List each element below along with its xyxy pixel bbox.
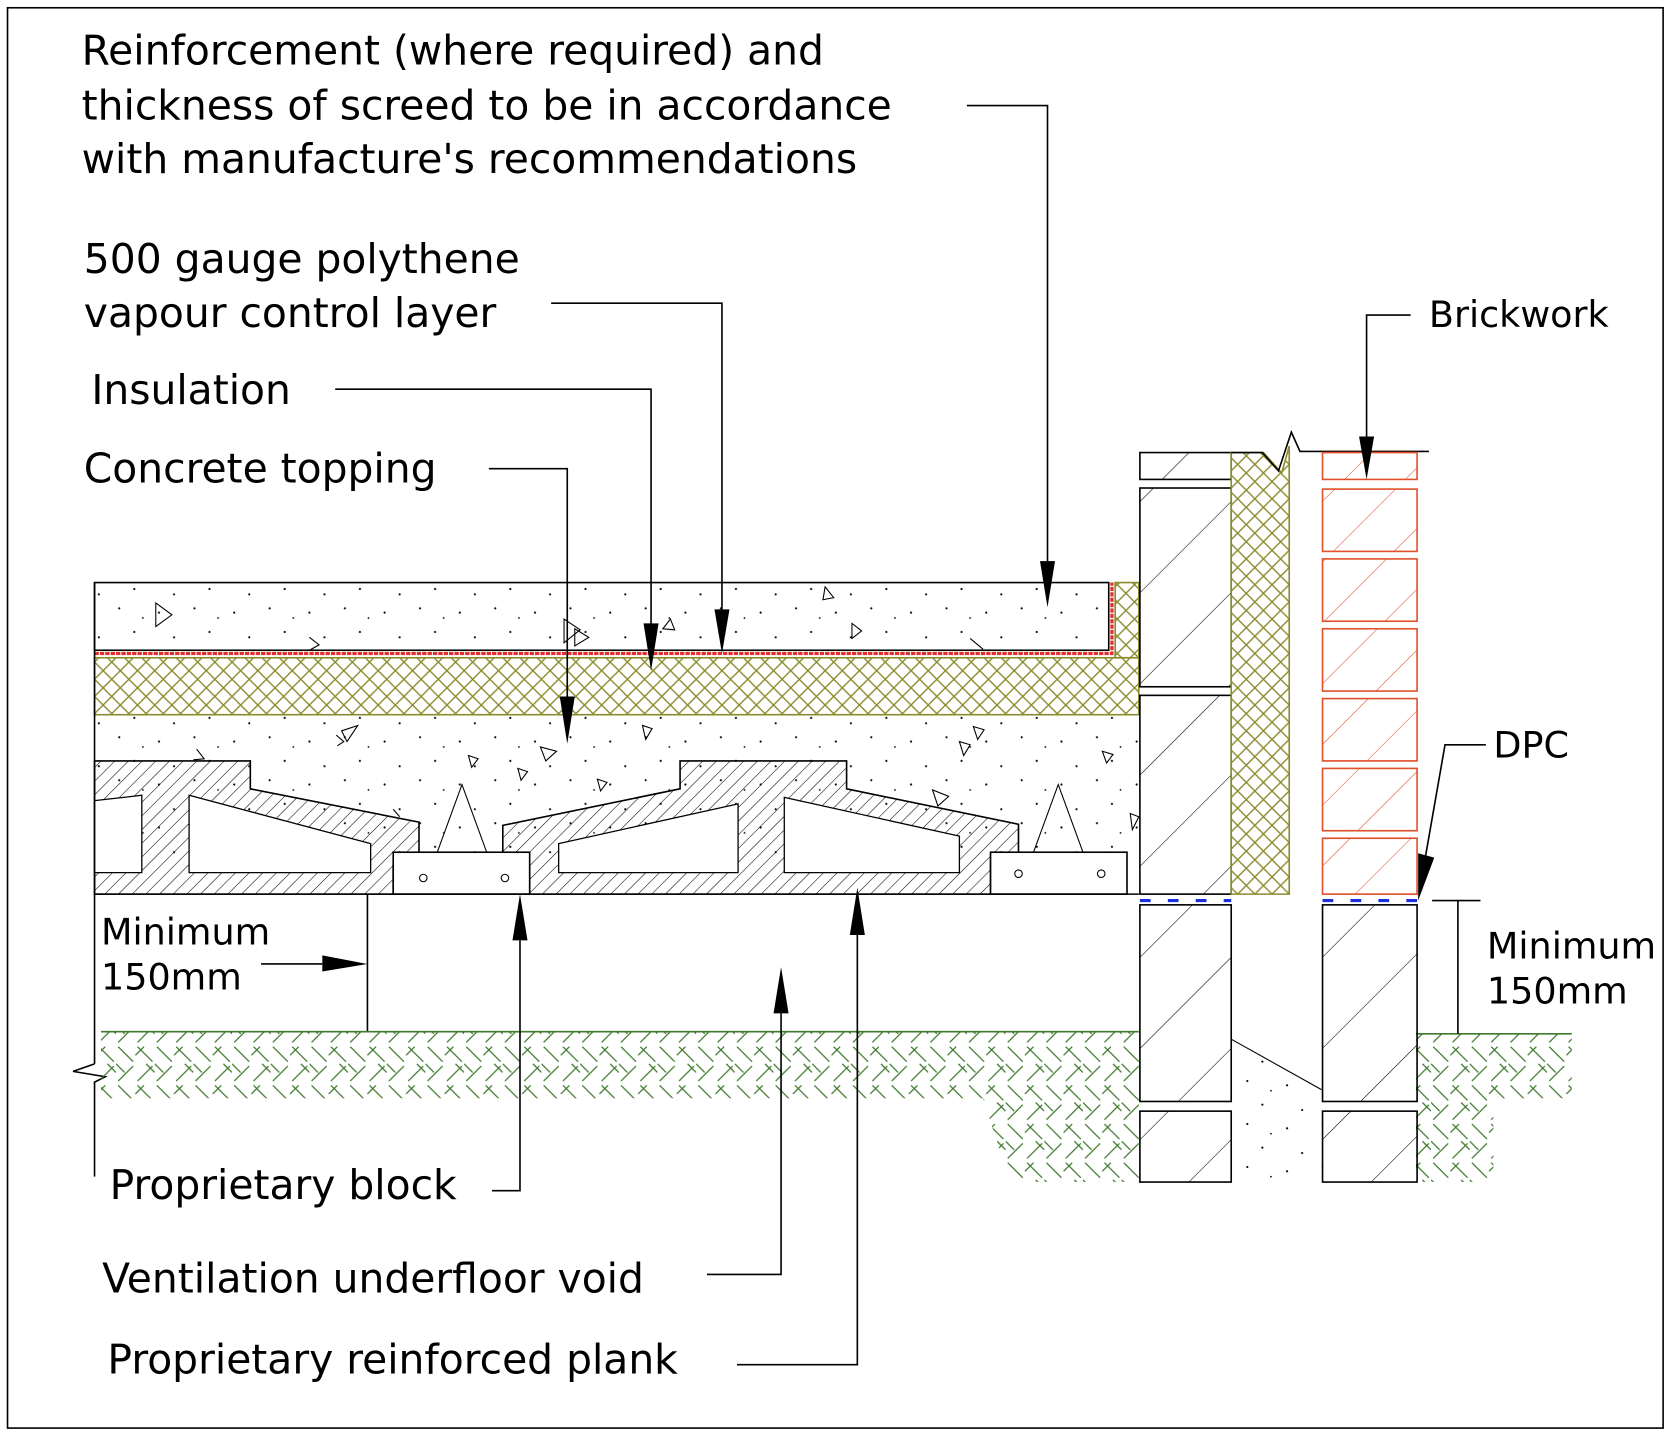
label-vcl-line2: vapour control layer <box>84 289 497 337</box>
break-line <box>1231 429 1429 473</box>
outer-leaf-brickwork <box>1321 451 1418 1183</box>
label-insulation: Insulation <box>91 366 291 414</box>
inner-leaf-blockwork <box>1139 451 1233 1183</box>
cavity-concrete-fill <box>1230 1038 1322 1183</box>
label-reinforcement-line1: Reinforcement (where required) and <box>82 27 824 75</box>
proprietary-reinforced-plank <box>94 782 1139 895</box>
label-reinforcement-line3: with manufacture's recommendations <box>82 135 857 183</box>
proprietary-block-beam <box>93 760 1020 895</box>
label-reinforced-plank: Proprietary reinforced plank <box>107 1335 678 1383</box>
cavity-insulation <box>1230 445 1291 895</box>
vapour-control-layer <box>94 582 1114 656</box>
screed-layer <box>93 581 1110 652</box>
label-min-right-line2: 150mm <box>1487 970 1628 1013</box>
label-reinforcement-line2: thickness of screed to be in accordance <box>82 82 892 130</box>
label-brickwork: Brickwork <box>1429 293 1610 336</box>
label-ventilation-void: Ventilation underfloor void <box>102 1255 644 1303</box>
label-proprietary-block: Proprietary block <box>110 1161 457 1209</box>
label-dpc: DPC <box>1493 724 1569 767</box>
leader-lines <box>261 104 1486 1366</box>
ground-soil <box>100 1030 1572 1183</box>
drawing-border <box>6 6 1664 1429</box>
label-concrete-topping: Concrete topping <box>84 445 437 493</box>
label-min-left-line2: 150mm <box>101 956 242 999</box>
label-min-right-line1: Minimum <box>1487 925 1656 968</box>
label-vcl-line1: 500 gauge polythene <box>84 235 520 283</box>
label-min-left-line1: Minimum <box>101 911 270 954</box>
